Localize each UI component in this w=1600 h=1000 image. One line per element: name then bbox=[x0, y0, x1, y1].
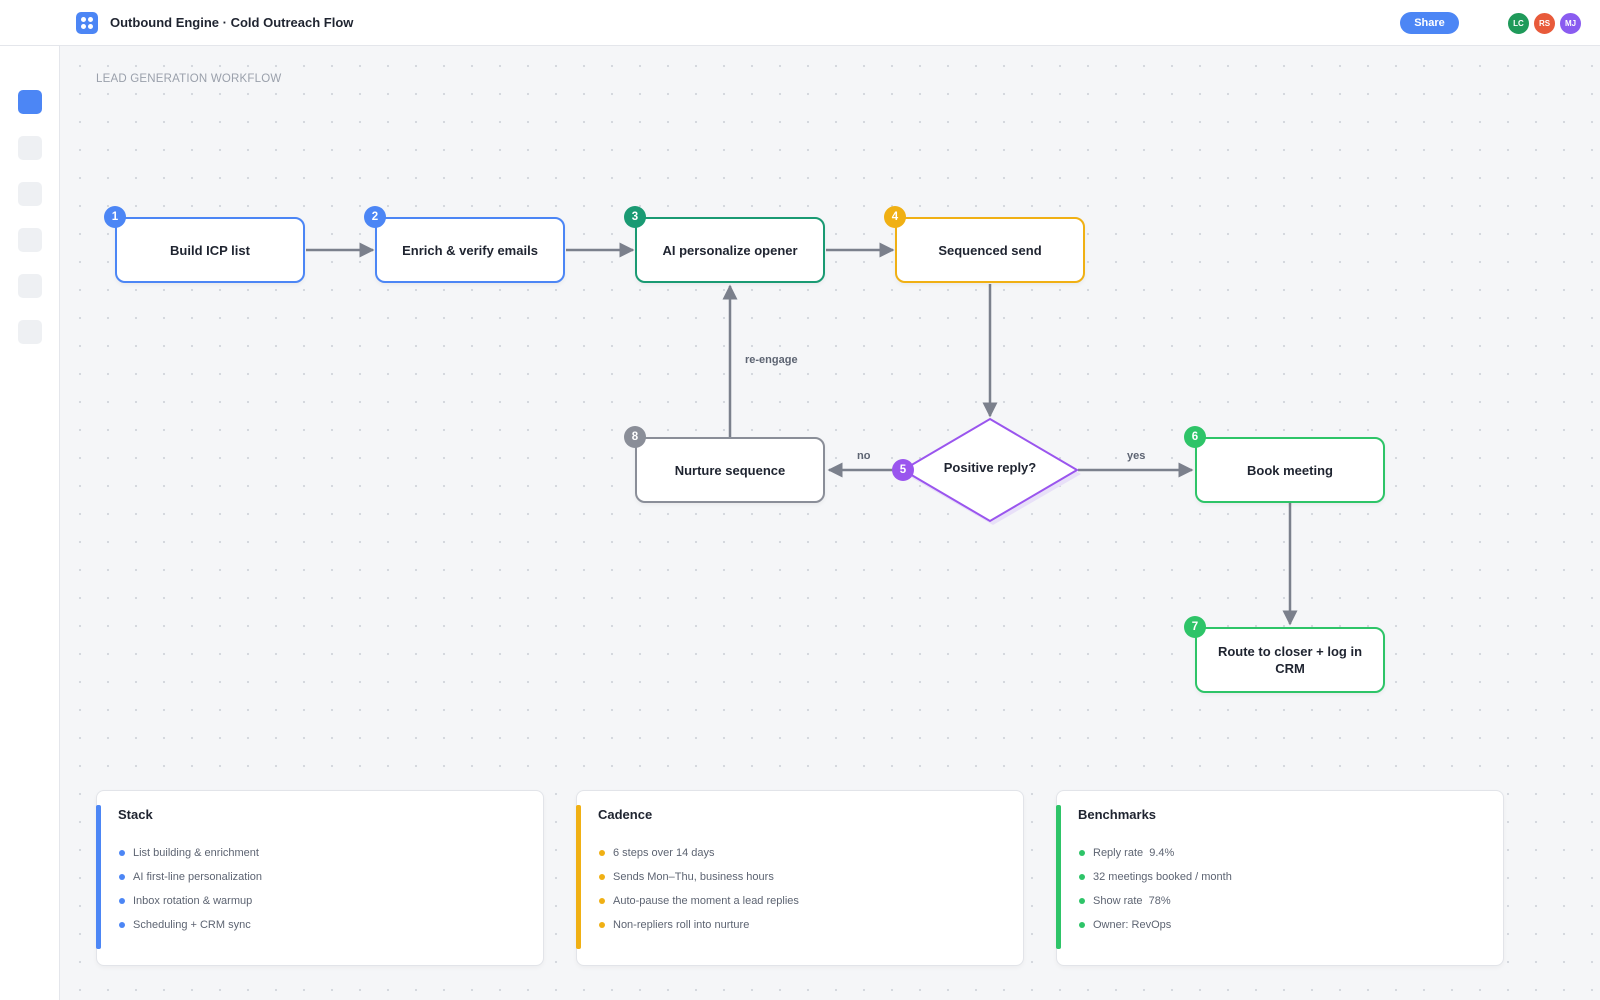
page-title: Outbound Engine · Cold Outreach Flow bbox=[110, 15, 354, 30]
avatar[interactable]: LC bbox=[1507, 12, 1530, 35]
step-badge: 5 bbox=[892, 459, 914, 481]
info-card-cadence: Cadence 6 steps over 14 days Sends Mon–T… bbox=[576, 790, 1024, 966]
step-badge: 2 bbox=[364, 206, 386, 228]
step-badge: 6 bbox=[1184, 426, 1206, 448]
list-item: 6 steps over 14 days bbox=[599, 841, 799, 865]
bullet-icon bbox=[599, 898, 605, 904]
bullet-icon bbox=[119, 922, 125, 928]
step-badge: 8 bbox=[624, 426, 646, 448]
sidebar-item-2[interactable] bbox=[18, 136, 42, 160]
node-sequenced-send[interactable]: Sequenced send bbox=[895, 217, 1085, 283]
canvas-label: LEAD GENERATION WORKFLOW bbox=[96, 73, 282, 85]
node-book-meeting[interactable]: Book meeting bbox=[1195, 437, 1385, 503]
list-item: Sends Mon–Thu, business hours bbox=[599, 865, 799, 889]
node-ai-personalize[interactable]: AI personalize opener bbox=[635, 217, 825, 283]
node-positive-reply[interactable]: Positive reply? bbox=[943, 460, 1037, 475]
node-route-to-closer[interactable]: Route to closer + log in CRM bbox=[1195, 627, 1385, 693]
step-badge: 3 bbox=[624, 206, 646, 228]
card-accent-bar bbox=[96, 805, 101, 949]
list-item: Inbox rotation & warmup bbox=[119, 889, 262, 913]
bullet-icon bbox=[599, 874, 605, 880]
step-badge: 1 bbox=[104, 206, 126, 228]
avatar[interactable]: MJ bbox=[1559, 12, 1582, 35]
info-card-benchmarks: Benchmarks Reply rate 9.4% 32 meetings b… bbox=[1056, 790, 1504, 966]
step-badge: 7 bbox=[1184, 616, 1206, 638]
list-item: Auto-pause the moment a lead replies bbox=[599, 889, 799, 913]
decision-diamond bbox=[901, 417, 1079, 523]
bullet-icon bbox=[1079, 850, 1085, 856]
share-button[interactable]: Share bbox=[1400, 12, 1459, 34]
top-bar: Outbound Engine · Cold Outreach Flow Sha… bbox=[0, 0, 1600, 46]
card-list: List building & enrichment AI first-line… bbox=[119, 841, 262, 937]
list-item: Non-repliers roll into nurture bbox=[599, 913, 799, 937]
avatar[interactable]: RS bbox=[1533, 12, 1556, 35]
list-item: AI first-line personalization bbox=[119, 865, 262, 889]
edge-label-yes: yes bbox=[1127, 450, 1146, 462]
sidebar-item-3[interactable] bbox=[18, 182, 42, 206]
sidebar-item-5[interactable] bbox=[18, 274, 42, 298]
bullet-icon bbox=[599, 850, 605, 856]
list-item: Show rate 78% bbox=[1079, 889, 1232, 913]
list-item: Reply rate 9.4% bbox=[1079, 841, 1232, 865]
sidebar-item-flows[interactable] bbox=[18, 90, 42, 114]
bullet-icon bbox=[1079, 898, 1085, 904]
node-enrich-verify[interactable]: Enrich & verify emails bbox=[375, 217, 565, 283]
sidebar-item-6[interactable] bbox=[18, 320, 42, 344]
card-accent-bar bbox=[1056, 805, 1061, 949]
step-badge: 4 bbox=[884, 206, 906, 228]
card-title: Cadence bbox=[598, 807, 653, 822]
bullet-icon bbox=[119, 874, 125, 880]
list-item: Scheduling + CRM sync bbox=[119, 913, 262, 937]
list-item: Owner: RevOps bbox=[1079, 913, 1232, 937]
bullet-icon bbox=[119, 850, 125, 856]
card-list: Reply rate 9.4% 32 meetings booked / mon… bbox=[1079, 841, 1232, 937]
sidebar bbox=[0, 0, 60, 1000]
node-build-icp-list[interactable]: Build ICP list bbox=[115, 217, 305, 283]
bullet-icon bbox=[119, 898, 125, 904]
card-list: 6 steps over 14 days Sends Mon–Thu, busi… bbox=[599, 841, 799, 937]
app-logo-icon[interactable] bbox=[76, 12, 98, 34]
node-nurture-sequence[interactable]: Nurture sequence bbox=[635, 437, 825, 503]
bullet-icon bbox=[1079, 874, 1085, 880]
card-accent-bar bbox=[576, 805, 581, 949]
list-item: List building & enrichment bbox=[119, 841, 262, 865]
card-title: Benchmarks bbox=[1078, 807, 1157, 822]
bullet-icon bbox=[1079, 922, 1085, 928]
sidebar-item-4[interactable] bbox=[18, 228, 42, 252]
edge-label-reengage: re-engage bbox=[745, 354, 798, 366]
list-item: 32 meetings booked / month bbox=[1079, 865, 1232, 889]
card-title: Stack bbox=[118, 807, 153, 822]
bullet-icon bbox=[599, 922, 605, 928]
info-card-stack: Stack List building & enrichment AI firs… bbox=[96, 790, 544, 966]
edge-label-no: no bbox=[857, 450, 871, 462]
